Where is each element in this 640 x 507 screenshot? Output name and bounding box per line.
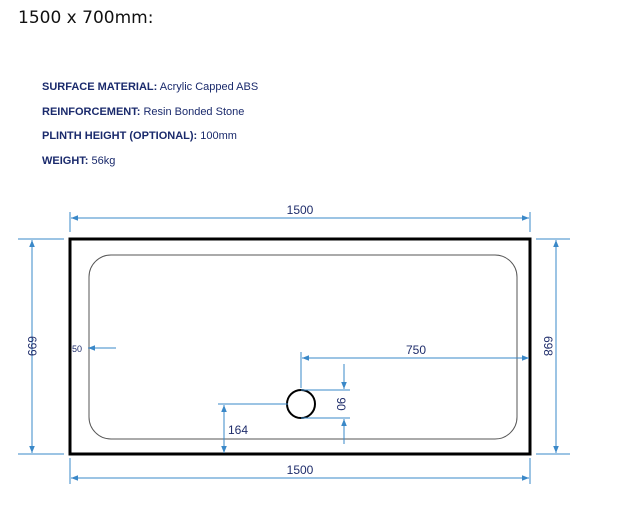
edge-offset-label: 50 [72,344,82,354]
top-width-label: 1500 [287,203,314,217]
spec-surface-material: SURFACE MATERIAL: Acrylic Capped ABS [42,80,258,105]
tray-outline [68,237,532,456]
spec-value: 100mm [197,130,237,142]
spec-label: WEIGHT: [42,154,89,167]
spec-reinforcement: REINFORCEMENT: Resin Bonded Stone [42,105,258,130]
waste-height-label: 164 [228,423,248,437]
spec-value: Acrylic Capped ABS [157,81,259,93]
spec-plinth-height: PLINTH HEIGHT (OPTIONAL): 100mm [42,129,258,154]
tray-basin [88,254,518,440]
spec-weight: WEIGHT: 56kg [42,154,258,179]
waste-offset-label: 750 [406,343,426,357]
waste-outlet [286,389,316,419]
spec-label: SURFACE MATERIAL: [42,81,158,93]
bottom-width-label: 1500 [287,463,314,477]
page-title: 1500 x 700mm: [18,8,154,28]
left-height-label: 699 [25,336,39,356]
spec-value: Resin Bonded Stone [140,105,245,118]
spec-list: SURFACE MATERIAL: Acrylic Capped ABS REI… [42,80,258,178]
spec-label: PLINTH HEIGHT (OPTIONAL): [42,130,198,142]
spec-label: REINFORCEMENT: [42,105,141,118]
waste-diameter-label: 90 [334,397,348,411]
spec-value: 56kg [88,154,116,167]
right-height-label: 698 [541,336,555,356]
